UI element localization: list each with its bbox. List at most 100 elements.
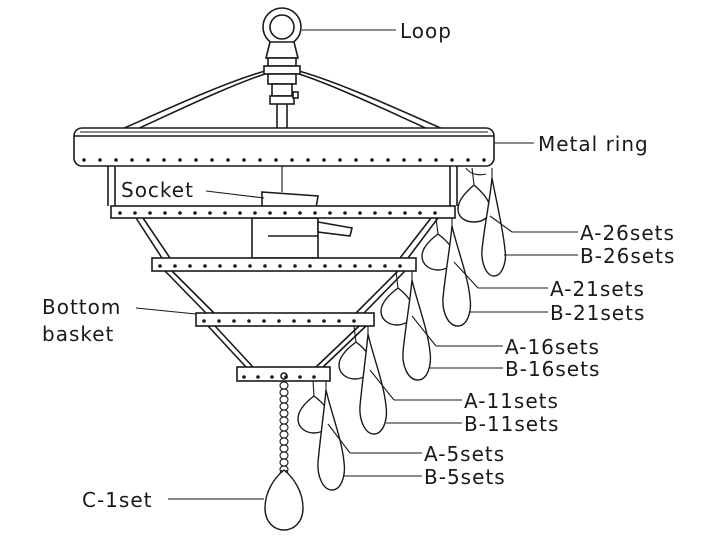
rivet: [283, 211, 287, 215]
label-b11: B-11sets: [464, 412, 559, 436]
canopy: [119, 65, 446, 131]
rivet: [354, 158, 358, 162]
chain-link: [279, 423, 289, 432]
chain-link: [279, 430, 289, 439]
rivet: [226, 158, 230, 162]
rivet: [146, 158, 150, 162]
rivet: [208, 211, 212, 215]
drop-pair-26: [457, 167, 507, 277]
rivet: [268, 211, 272, 215]
rivet: [298, 211, 302, 215]
drop-pair-16: [380, 270, 432, 381]
rivet: [482, 158, 486, 162]
labels: Loop Metal ring Socket Bottom basket A-2…: [42, 19, 675, 512]
rivet: [248, 264, 252, 268]
drop-pair-11: [338, 325, 388, 435]
label-a5: A-5sets: [424, 442, 505, 466]
leader-lines: [135, 29, 578, 500]
rivet: [178, 211, 182, 215]
rivet: [352, 319, 356, 323]
rivet: [148, 211, 152, 215]
rivet: [338, 158, 342, 162]
rivet: [202, 319, 206, 323]
rivet: [238, 211, 242, 215]
label-bottom-basket-1: Bottom: [42, 295, 121, 319]
rivet: [450, 158, 454, 162]
label-a21: A-21sets: [550, 277, 645, 301]
rivet: [433, 211, 437, 215]
rivet: [270, 375, 274, 379]
rivet: [262, 319, 266, 323]
rivet: [130, 158, 134, 162]
rivet: [328, 211, 332, 215]
rivet: [322, 158, 326, 162]
tier-plate-3: [195, 312, 375, 327]
rivet: [258, 158, 262, 162]
rivet: [163, 211, 167, 215]
label-bottom-basket-2: basket: [42, 322, 114, 346]
rivet: [217, 319, 221, 323]
rivet: [466, 158, 470, 162]
rivet: [343, 211, 347, 215]
rivet: [306, 158, 310, 162]
rivet: [256, 375, 260, 379]
chain-link: [279, 444, 289, 453]
rivet: [322, 319, 326, 323]
label-b5: B-5sets: [424, 465, 506, 489]
rivet: [338, 264, 342, 268]
rivet: [277, 319, 281, 323]
label-loop: Loop: [400, 19, 452, 43]
rivet: [223, 211, 227, 215]
bottom-basket-sides: [135, 217, 439, 368]
label-a26: A-26sets: [580, 221, 675, 245]
rivet: [298, 375, 302, 379]
rivet: [307, 319, 311, 323]
rivet: [242, 375, 246, 379]
rivet: [178, 158, 182, 162]
rivet: [173, 264, 177, 268]
rivet: [253, 211, 257, 215]
chain-link: [279, 388, 289, 397]
rivet: [133, 211, 137, 215]
rivet: [383, 264, 387, 268]
rivet: [82, 158, 86, 162]
tier-plate-2: [151, 257, 417, 272]
chain-link: [279, 437, 289, 446]
label-metal-ring: Metal ring: [538, 132, 649, 156]
rivet: [368, 264, 372, 268]
rivet: [358, 211, 362, 215]
rivet: [263, 264, 267, 268]
rivet: [292, 319, 296, 323]
label-b16: B-16sets: [505, 357, 600, 381]
rivet: [403, 211, 407, 215]
rivet: [218, 264, 222, 268]
chain-link: [279, 451, 289, 460]
rivet: [434, 158, 438, 162]
rivet: [210, 158, 214, 162]
rivet: [386, 158, 390, 162]
rivet: [232, 319, 236, 323]
rivet: [388, 211, 392, 215]
chain-link: [279, 402, 289, 411]
drop-pair-5: [297, 380, 346, 491]
chain-link: [279, 381, 289, 390]
rivet: [247, 319, 251, 323]
rivet: [293, 264, 297, 268]
rivet: [418, 158, 422, 162]
rivet: [353, 264, 357, 268]
label-b26: B-26sets: [580, 244, 675, 268]
rivet: [158, 264, 162, 268]
rivet: [290, 158, 294, 162]
rivet: [402, 158, 406, 162]
chain-link: [279, 395, 289, 404]
label-a11: A-11sets: [464, 389, 559, 413]
chain-link: [279, 458, 289, 467]
rivet: [194, 158, 198, 162]
rivet: [313, 211, 317, 215]
rivet: [278, 264, 282, 268]
rivet: [118, 211, 122, 215]
loop: [262, 7, 302, 67]
rivet: [323, 264, 327, 268]
